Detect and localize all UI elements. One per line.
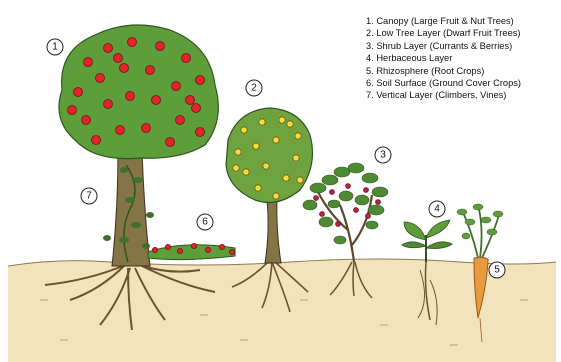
yellow-fruit xyxy=(297,177,303,183)
strawberry xyxy=(219,244,224,249)
yellow-fruit xyxy=(255,185,261,191)
yellow-fruit xyxy=(263,163,269,169)
apple xyxy=(74,88,83,97)
legend-item-canopy: 1. Canopy (Large Fruit & Nut Trees) xyxy=(366,15,521,27)
apple xyxy=(172,82,181,91)
legend-item-shrub: 3. Shrub Layer (Currants & Berries) xyxy=(366,40,521,52)
marker-5: 5 xyxy=(489,262,505,278)
ground-cover-plants xyxy=(148,243,235,259)
berry xyxy=(336,222,341,227)
dwarf-tree-trunk xyxy=(265,200,281,263)
marker-4: 4 xyxy=(429,201,445,217)
berry xyxy=(366,214,371,219)
apple xyxy=(104,100,113,109)
strawberry xyxy=(191,243,196,248)
marker-6: 6 xyxy=(197,214,213,230)
yellow-fruit xyxy=(279,117,285,123)
yellow-fruit xyxy=(287,121,293,127)
apple xyxy=(196,76,205,85)
berry xyxy=(314,196,319,201)
apple xyxy=(92,136,101,145)
legend-item-herbaceous: 4. Herbaceous Layer xyxy=(366,52,521,64)
marker-1-label: 1 xyxy=(52,42,58,53)
apple xyxy=(128,38,137,47)
strawberry xyxy=(177,248,182,253)
yellow-fruit xyxy=(241,127,247,133)
marker-3-label: 3 xyxy=(380,150,386,161)
berry xyxy=(346,184,351,189)
yellow-fruit xyxy=(273,193,279,199)
apple xyxy=(68,106,77,115)
yellow-fruit xyxy=(259,119,265,125)
marker-4-label: 4 xyxy=(434,204,440,215)
apple xyxy=(82,116,91,125)
apple xyxy=(156,42,165,51)
marker-1: 1 xyxy=(47,39,63,55)
marker-2: 2 xyxy=(246,80,262,96)
apple xyxy=(96,74,105,83)
berry xyxy=(376,200,381,205)
yellow-fruit xyxy=(233,165,239,171)
marker-7-label: 7 xyxy=(86,191,92,202)
marker-7: 7 xyxy=(81,188,97,204)
shrub-leaves xyxy=(303,163,388,244)
marker-2-label: 2 xyxy=(251,83,257,94)
apple xyxy=(186,96,195,105)
apple xyxy=(192,104,201,113)
apple xyxy=(104,44,113,53)
apple xyxy=(120,64,129,73)
berry xyxy=(354,208,359,213)
legend-item-rhizosphere: 5. Rhizosphere (Root Crops) xyxy=(366,65,521,77)
strawberry xyxy=(229,249,234,254)
strawberry xyxy=(205,247,210,252)
yellow-fruit xyxy=(295,133,301,139)
strawberry xyxy=(152,247,157,252)
marker-3: 3 xyxy=(375,147,391,163)
berry xyxy=(320,212,325,217)
apple xyxy=(196,128,205,137)
legend-item-vertical: 7. Vertical Layer (Climbers, Vines) xyxy=(366,89,521,101)
apple xyxy=(166,138,175,147)
yellow-fruit xyxy=(273,137,279,143)
berry xyxy=(330,190,335,195)
yellow-fruit xyxy=(253,143,259,149)
yellow-fruit xyxy=(243,169,249,175)
apple xyxy=(176,116,185,125)
yellow-fruit xyxy=(283,175,289,181)
layer-legend: 1. Canopy (Large Fruit & Nut Trees) 2. L… xyxy=(366,15,521,102)
marker-6-label: 6 xyxy=(202,217,208,228)
apple xyxy=(116,126,125,135)
yellow-fruit xyxy=(293,155,299,161)
apple xyxy=(126,92,135,101)
apple xyxy=(84,58,93,67)
apple xyxy=(146,66,155,75)
apple xyxy=(142,124,151,133)
apple xyxy=(152,96,161,105)
legend-item-soil-surface: 6. Soil Surface (Ground Cover Crops) xyxy=(366,77,521,89)
berry xyxy=(364,188,369,193)
apple xyxy=(114,54,123,63)
legend-item-low-tree: 2. Low Tree Layer (Dwarf Fruit Trees) xyxy=(366,27,521,39)
marker-5-label: 5 xyxy=(494,265,500,276)
yellow-fruit xyxy=(235,149,241,155)
strawberry xyxy=(165,244,170,249)
apple xyxy=(182,54,191,63)
